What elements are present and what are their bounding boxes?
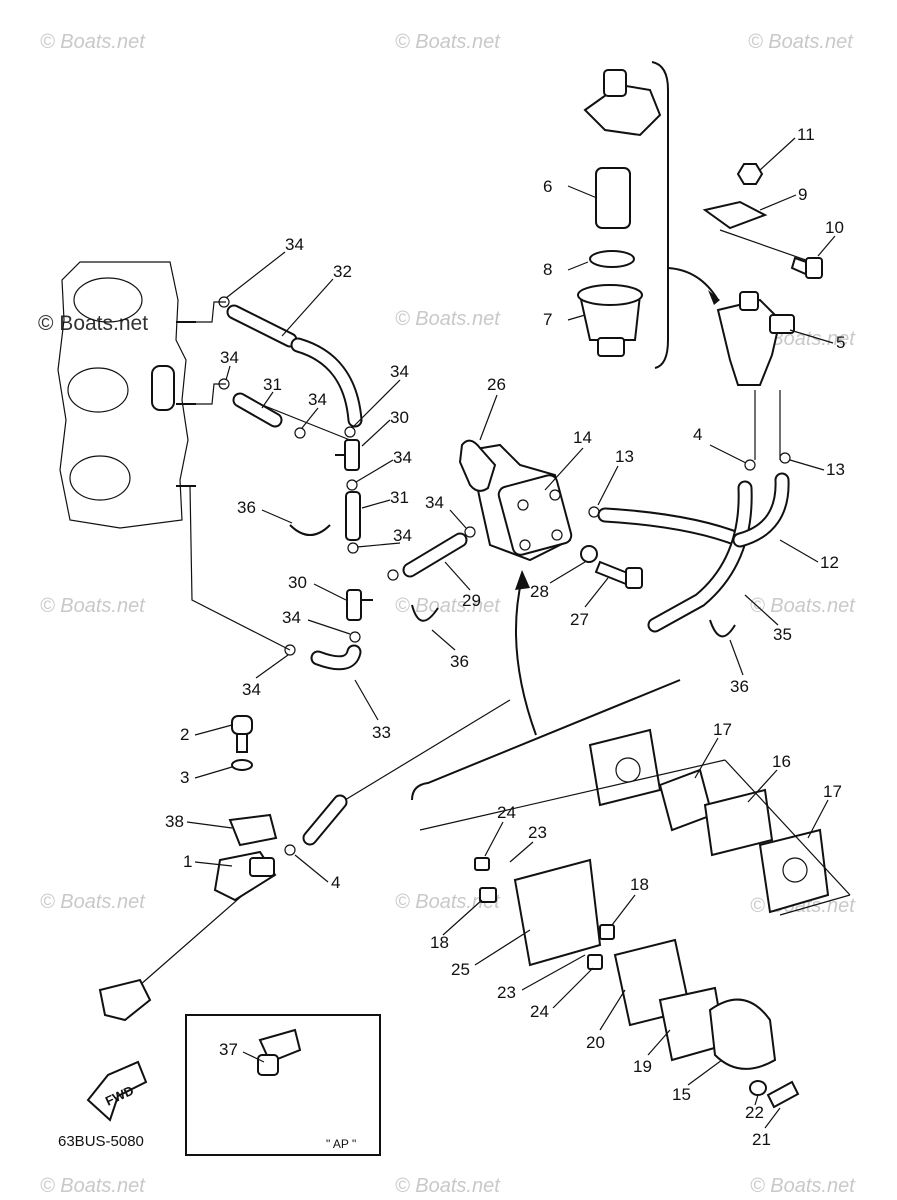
parts [86,61,851,1156]
part-label: 2 [180,725,189,744]
part-label: 10 [825,218,844,237]
part-label: 9 [798,185,807,204]
part-label: 29 [462,591,481,610]
part-label: 20 [586,1033,605,1052]
part-label: 32 [333,262,352,281]
part-label: 5 [836,333,845,352]
watermark: © Boats.net [748,31,854,53]
part-label: 34 [390,362,409,381]
part-label: 19 [633,1057,652,1076]
part-label: 18 [430,933,449,952]
part-label: 34 [425,493,444,512]
part-label: 15 [672,1085,691,1104]
watermark: © Boats.net [40,1175,146,1197]
part-label: 36 [730,677,749,696]
hoses [226,304,790,846]
part-label: 16 [772,752,791,771]
diagram-code: 63BUS-5080 [58,1133,144,1150]
part-label: 3 [180,768,189,787]
watermark: © Boats.net [750,1175,856,1197]
leader-lines [186,137,836,1129]
part-label: 34 [393,526,412,545]
part-labels: 34 32 34 31 34 34 30 34 31 36 34 30 34 3… [165,125,845,1149]
part-label: 13 [615,447,634,466]
part-label: 24 [530,1002,549,1021]
part-label: 31 [390,488,409,507]
part-label: 8 [543,260,552,279]
watermark: © Boats.net [395,31,501,53]
watermark: © Boats.net [40,891,146,913]
engine-block [57,261,196,529]
part-label: 23 [528,823,547,842]
part-label: 18 [630,875,649,894]
part-label: 30 [390,408,409,427]
watermark: © Boats.net [395,308,501,330]
watermark: © Boats.net [395,1175,501,1197]
part-label: 36 [450,652,469,671]
part-label: 34 [282,608,301,627]
part-label: 36 [237,498,256,517]
part-label: 33 [372,723,391,742]
part-label: 26 [487,375,506,394]
watermark: © Boats.net [40,595,146,617]
part-label: 27 [570,610,589,629]
part-label: 14 [573,428,592,447]
part-label: 4 [693,425,702,444]
part-label: 37 [219,1040,238,1059]
part-label: 1 [183,852,192,871]
part-label: 30 [288,573,307,592]
part-label: 34 [393,448,412,467]
part-label: 34 [242,680,261,699]
part-label: 31 [263,375,282,394]
part-label: 38 [165,812,184,831]
watermark: © Boats.net [38,312,148,335]
part-label: 4 [331,873,340,892]
part-label: 23 [497,983,516,1002]
watermark: © Boats.net [395,595,501,617]
part-label: 11 [797,125,815,144]
ap-label: " AP " [326,1137,356,1151]
part-label: 13 [826,460,845,479]
watermark: © Boats.net [395,891,501,913]
part-label: 17 [713,720,732,739]
part-label: 34 [285,235,304,254]
part-label: 34 [220,348,239,367]
part-label: 24 [497,803,516,822]
part-label: 22 [745,1103,764,1122]
part-label: 12 [820,553,839,572]
part-label: 7 [543,310,552,329]
part-label: 34 [308,390,327,409]
part-label: 6 [543,177,552,196]
part-label: 21 [752,1130,771,1149]
watermark: © Boats.net [750,595,856,617]
part-label: 35 [773,625,792,644]
watermark: © Boats.net [40,31,146,53]
part-label: 17 [823,782,842,801]
part-label: 25 [451,960,470,979]
part-label: 28 [530,582,549,601]
